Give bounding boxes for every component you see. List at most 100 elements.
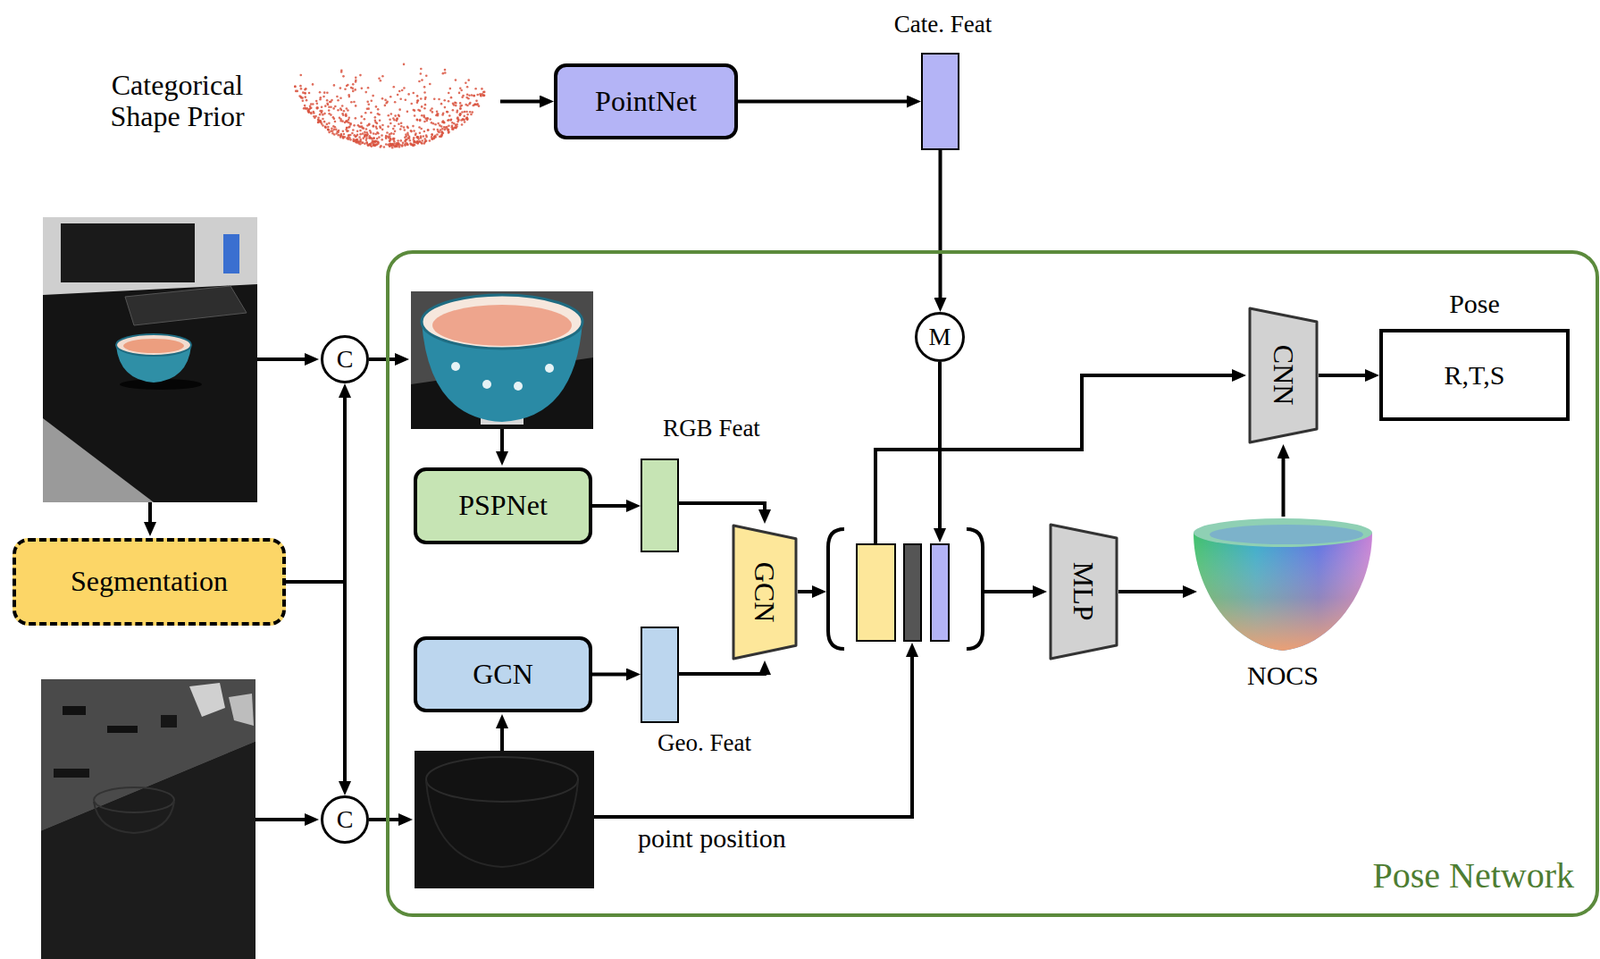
crop-bowl-rim xyxy=(421,294,583,349)
cloud-point xyxy=(342,75,345,78)
cloud-point xyxy=(317,117,320,120)
cloud-point xyxy=(440,133,444,136)
cloud-point xyxy=(347,117,351,120)
cloud-point xyxy=(427,128,430,132)
cloud-point xyxy=(365,127,369,131)
cloud-point xyxy=(400,121,403,125)
cloud-point xyxy=(388,117,392,121)
cloud-point xyxy=(430,121,434,125)
cloud-point xyxy=(403,128,407,132)
cloud-point xyxy=(388,144,392,148)
cloud-point xyxy=(345,126,349,130)
cloud-point xyxy=(443,128,447,132)
connector-arrow xyxy=(592,672,636,677)
cloud-point xyxy=(473,103,477,107)
wire xyxy=(500,428,504,461)
network-region: Pose NetworkMPSPNetRGB FeatGCNGeo. FeatG… xyxy=(385,250,1600,917)
cloud-point xyxy=(463,120,467,124)
cloud-point xyxy=(450,117,453,121)
cloud-point xyxy=(324,125,327,129)
cloud-point xyxy=(374,119,377,123)
cloud-point xyxy=(447,130,451,134)
cloud-point xyxy=(332,125,336,128)
cloud-point xyxy=(433,98,436,101)
wire xyxy=(982,589,1042,594)
cloud-point xyxy=(372,125,376,128)
cloud-point xyxy=(323,91,327,94)
cloud-point xyxy=(375,142,378,146)
cloud-point xyxy=(385,137,388,141)
cloud-point xyxy=(324,104,327,108)
bracket-left xyxy=(828,528,845,649)
cloud-point xyxy=(366,100,369,104)
node-text: Pose Network xyxy=(1372,855,1575,896)
cloud-point xyxy=(383,145,386,149)
cloud-point xyxy=(326,92,329,95)
node-text: M xyxy=(929,323,952,352)
node-text: Categorical Shape Prior xyxy=(85,69,269,133)
cloud-point xyxy=(464,103,468,107)
connector-arrow xyxy=(285,581,345,790)
cloud-point xyxy=(361,141,365,144)
cloud-point xyxy=(324,125,327,129)
cloud-point xyxy=(443,106,447,109)
cloud-point xyxy=(345,107,349,110)
cloud-point xyxy=(431,137,435,141)
cloud-point xyxy=(351,139,355,143)
cloud-point xyxy=(360,115,363,118)
cloud-point xyxy=(454,101,458,105)
cloud-point xyxy=(368,136,371,140)
connector-arrow xyxy=(592,503,636,508)
connector-arrow xyxy=(678,665,765,674)
photo-monitor xyxy=(60,223,195,283)
cloud-point xyxy=(402,63,406,67)
cloud-point xyxy=(327,122,331,126)
node-text: GCN xyxy=(472,658,534,690)
cloud-point xyxy=(293,84,297,88)
cloud-point xyxy=(311,83,315,86)
cloud-point xyxy=(351,90,355,93)
photo-ground xyxy=(42,217,258,503)
cloud-point xyxy=(449,87,453,91)
cloud-point xyxy=(352,124,356,127)
cloud-point xyxy=(381,75,385,78)
cloud-point xyxy=(349,123,352,126)
cloud-point xyxy=(332,107,336,110)
cloud-point xyxy=(417,99,420,102)
cloud-point xyxy=(396,93,400,97)
cloud-point xyxy=(395,117,399,120)
cloud-point xyxy=(421,134,425,138)
connector-arrow xyxy=(678,502,765,519)
nocs-inside xyxy=(1209,524,1364,545)
cloud-point xyxy=(361,136,365,140)
cloud-point xyxy=(443,125,446,129)
cloud-point xyxy=(347,125,351,129)
node-text: RGB Feat xyxy=(662,415,761,443)
cloud-point xyxy=(318,119,322,123)
cloud-point xyxy=(460,110,464,114)
cloud-point xyxy=(393,144,396,148)
cloud-point xyxy=(392,127,395,131)
cloud-point xyxy=(423,85,427,89)
cloud-point xyxy=(333,127,336,131)
cloud-point xyxy=(327,128,331,132)
cloud-point xyxy=(343,87,347,91)
nocs-body xyxy=(1193,532,1373,651)
nocs-shade xyxy=(1193,532,1373,651)
cloud-point xyxy=(435,133,439,136)
nocs-bowl xyxy=(1193,518,1373,651)
cropped-depth xyxy=(414,750,595,888)
cloud-point xyxy=(326,99,329,102)
cloud-point xyxy=(425,74,428,77)
cloud-point xyxy=(416,94,419,98)
cloud-point xyxy=(303,88,307,92)
cloud-point xyxy=(344,112,348,116)
cloud-point xyxy=(333,133,336,136)
cloud-point xyxy=(472,94,476,98)
photo-desk xyxy=(42,284,258,503)
cloud-point xyxy=(318,98,322,101)
cloud-point xyxy=(451,127,454,131)
cloud-point xyxy=(420,114,424,118)
wire-label: point position xyxy=(637,822,787,853)
